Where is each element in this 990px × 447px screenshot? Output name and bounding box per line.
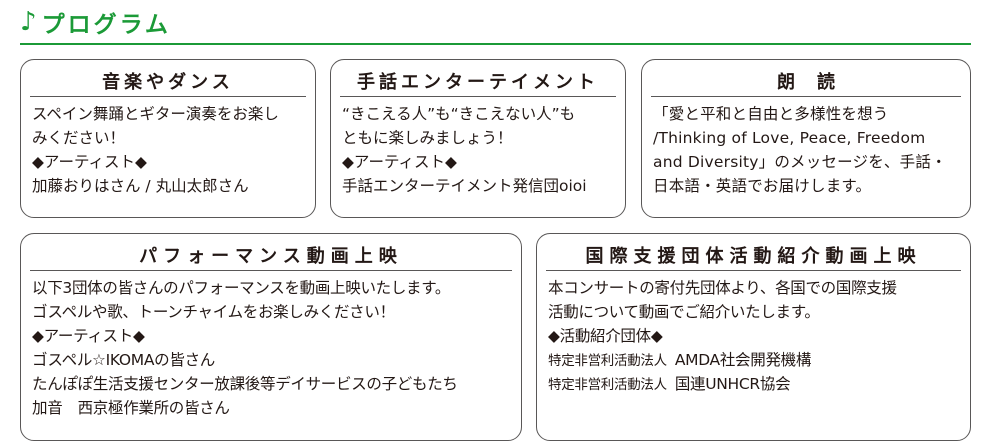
body-line: ともに楽しみましょう！ xyxy=(342,129,513,147)
org-entry: 特定非営利活動法人 AMDA社会開発機構 xyxy=(548,348,964,372)
card-body: 「愛と平和と自由と多様性を想う /Thinking of Love, Peace… xyxy=(653,102,964,198)
performance-video-card: パフォーマンス動画上映 以下3団体の皆さんのパフォーマンスを動画上映いたします。… xyxy=(20,233,522,441)
artist-names: たんぽぽ生活支援センター放課後等デイサービスの子どもたち xyxy=(32,375,458,393)
org-name: AMDA社会開発機構 xyxy=(674,351,812,369)
reading-card: 朗読 「愛と平和と自由と多様性を想う /Thinking of Love, Pe… xyxy=(641,59,971,218)
body-line: ゴスペルや歌、トーンチャイムをお楽しみください！ xyxy=(32,303,395,321)
artist-names: 手話エンターテイメント発信団oioi xyxy=(342,177,587,195)
artist-names: 加藤おりはさん / 丸山太郎さん xyxy=(32,177,249,195)
org-type: 特定非営利活動法人 xyxy=(548,377,667,393)
artist-heading: ◆アーティスト◆ xyxy=(32,327,145,345)
body-line: and Diversity」のメッセージを、手話・ xyxy=(653,153,947,171)
org-type: 特定非営利活動法人 xyxy=(548,353,667,369)
card-body: 以下3団体の皆さんのパフォーマンスを動画上映いたします。 ゴスペルや歌、トーンチ… xyxy=(32,276,515,420)
card-title: 国際支援団体活動紹介動画上映 xyxy=(546,240,961,271)
org-heading: ◆活動紹介団体◆ xyxy=(548,327,663,345)
card-body: スペイン舞踊とギター演奏をお楽し みください！ ◆アーティスト◆ 加藤おりはさん… xyxy=(32,102,309,198)
artist-names: ゴスペル☆IKOMAの皆さん xyxy=(32,351,215,369)
org-entry: 特定非営利活動法人国連UNHCR協会 xyxy=(548,372,964,396)
card-title: 朗読 xyxy=(651,66,961,97)
body-line: みください！ xyxy=(32,129,126,147)
card-title: 音楽やダンス xyxy=(30,66,306,97)
international-support-video-card: 国際支援団体活動紹介動画上映 本コンサートの寄付先団体より、各国での国際支援 活… xyxy=(536,233,971,441)
card-title: 手話エンターテイメント xyxy=(340,66,616,97)
music-note-icon: ♪ xyxy=(20,7,40,37)
card-body: “きこえる人”も“きこえない人”も ともに楽しみましょう！ ◆アーティスト◆ 手… xyxy=(342,102,619,198)
card-body: 本コンサートの寄付先団体より、各国での国際支援 活動について動画でご紹介いたしま… xyxy=(548,276,964,396)
body-line: “きこえる人”も“きこえない人”も xyxy=(342,105,576,123)
program-header: ♪ プログラム xyxy=(20,4,171,40)
card-title: パフォーマンス動画上映 xyxy=(30,240,512,271)
body-line: 日本語・英語でお届けします。 xyxy=(653,177,872,195)
org-name: 国連UNHCR協会 xyxy=(674,375,791,393)
artist-heading: ◆アーティスト◆ xyxy=(32,153,147,171)
sign-language-card: 手話エンターテイメント “きこえる人”も“きこえない人”も ともに楽しみましょう… xyxy=(330,59,626,218)
body-line: /Thinking of Love, Peace, Freedom xyxy=(653,129,926,147)
program-title: プログラム xyxy=(41,12,171,38)
music-dance-card: 音楽やダンス スペイン舞踊とギター演奏をお楽し みください！ ◆アーティスト◆ … xyxy=(20,59,316,218)
body-line: 本コンサートの寄付先団体より、各国での国際支援 xyxy=(548,279,897,297)
body-line: 以下3団体の皆さんのパフォーマンスを動画上映いたします。 xyxy=(32,279,451,297)
body-line: スペイン舞踊とギター演奏をお楽し xyxy=(32,105,279,123)
artist-names: 加音 西京極作業所の皆さん xyxy=(32,399,230,417)
body-line: 活動について動画でご紹介いたします。 xyxy=(548,303,820,321)
body-line: 「愛と平和と自由と多様性を想う xyxy=(653,105,889,123)
artist-heading: ◆アーティスト◆ xyxy=(342,153,457,171)
header-divider xyxy=(20,43,971,45)
